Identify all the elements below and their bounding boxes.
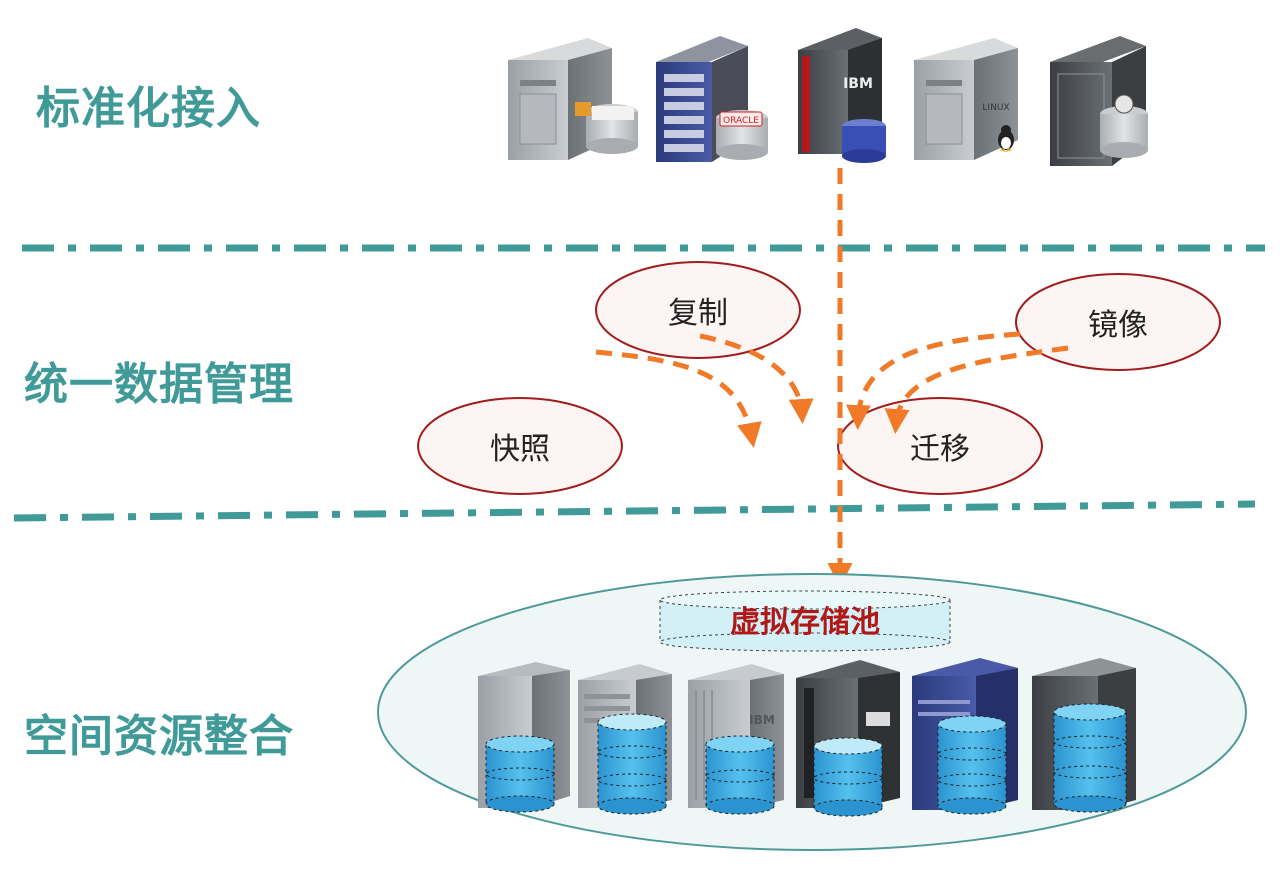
copy-flow-arrow-1 bbox=[595, 349, 762, 448]
divider-bottom bbox=[13, 500, 1256, 522]
oracle-logo: ORACLE bbox=[723, 116, 759, 126]
server-icon: LINUX bbox=[914, 38, 1018, 160]
storage-array-icon bbox=[1032, 658, 1136, 813]
storage-array-icon bbox=[578, 664, 672, 815]
layer-title-access: 标准化接入 bbox=[36, 83, 261, 134]
server-icon: ORACLE bbox=[656, 36, 768, 162]
ibm-logo: IBM bbox=[843, 76, 873, 92]
mirror-flow-arrow-2 bbox=[884, 345, 1069, 434]
linux-logo: LINUX bbox=[982, 103, 1009, 113]
server-icon bbox=[508, 38, 638, 160]
op-label-copy: 复制 bbox=[668, 296, 728, 331]
ibm-logo: IBM bbox=[749, 713, 775, 727]
storage-array-icon bbox=[912, 658, 1018, 815]
storage-pool-label: 虚拟存储池 bbox=[730, 605, 880, 640]
server-icon bbox=[1050, 36, 1148, 166]
copy-flow-arrow-2 bbox=[699, 333, 814, 424]
storage-array-icon bbox=[478, 662, 570, 813]
op-label-mirror: 镜像 bbox=[1088, 308, 1148, 343]
copy-ellipse bbox=[595, 261, 801, 359]
flow-arrows bbox=[595, 168, 1069, 588]
pool-label-box bbox=[659, 590, 951, 652]
op-label-snapshot: 快照 bbox=[490, 432, 550, 467]
mirror-flow-arrow-1 bbox=[846, 331, 1021, 430]
layer-title-integration: 空间资源整合 bbox=[24, 711, 294, 762]
snapshot-ellipse bbox=[417, 397, 623, 495]
storage-array-icon: IBM bbox=[688, 664, 784, 815]
linux-penguin-icon bbox=[998, 125, 1014, 152]
layer-title-management: 统一数据管理 bbox=[24, 359, 294, 410]
server-icon: IBM bbox=[798, 28, 886, 163]
storage-array-icon bbox=[796, 660, 900, 817]
op-label-migrate: 迁移 bbox=[910, 432, 970, 467]
